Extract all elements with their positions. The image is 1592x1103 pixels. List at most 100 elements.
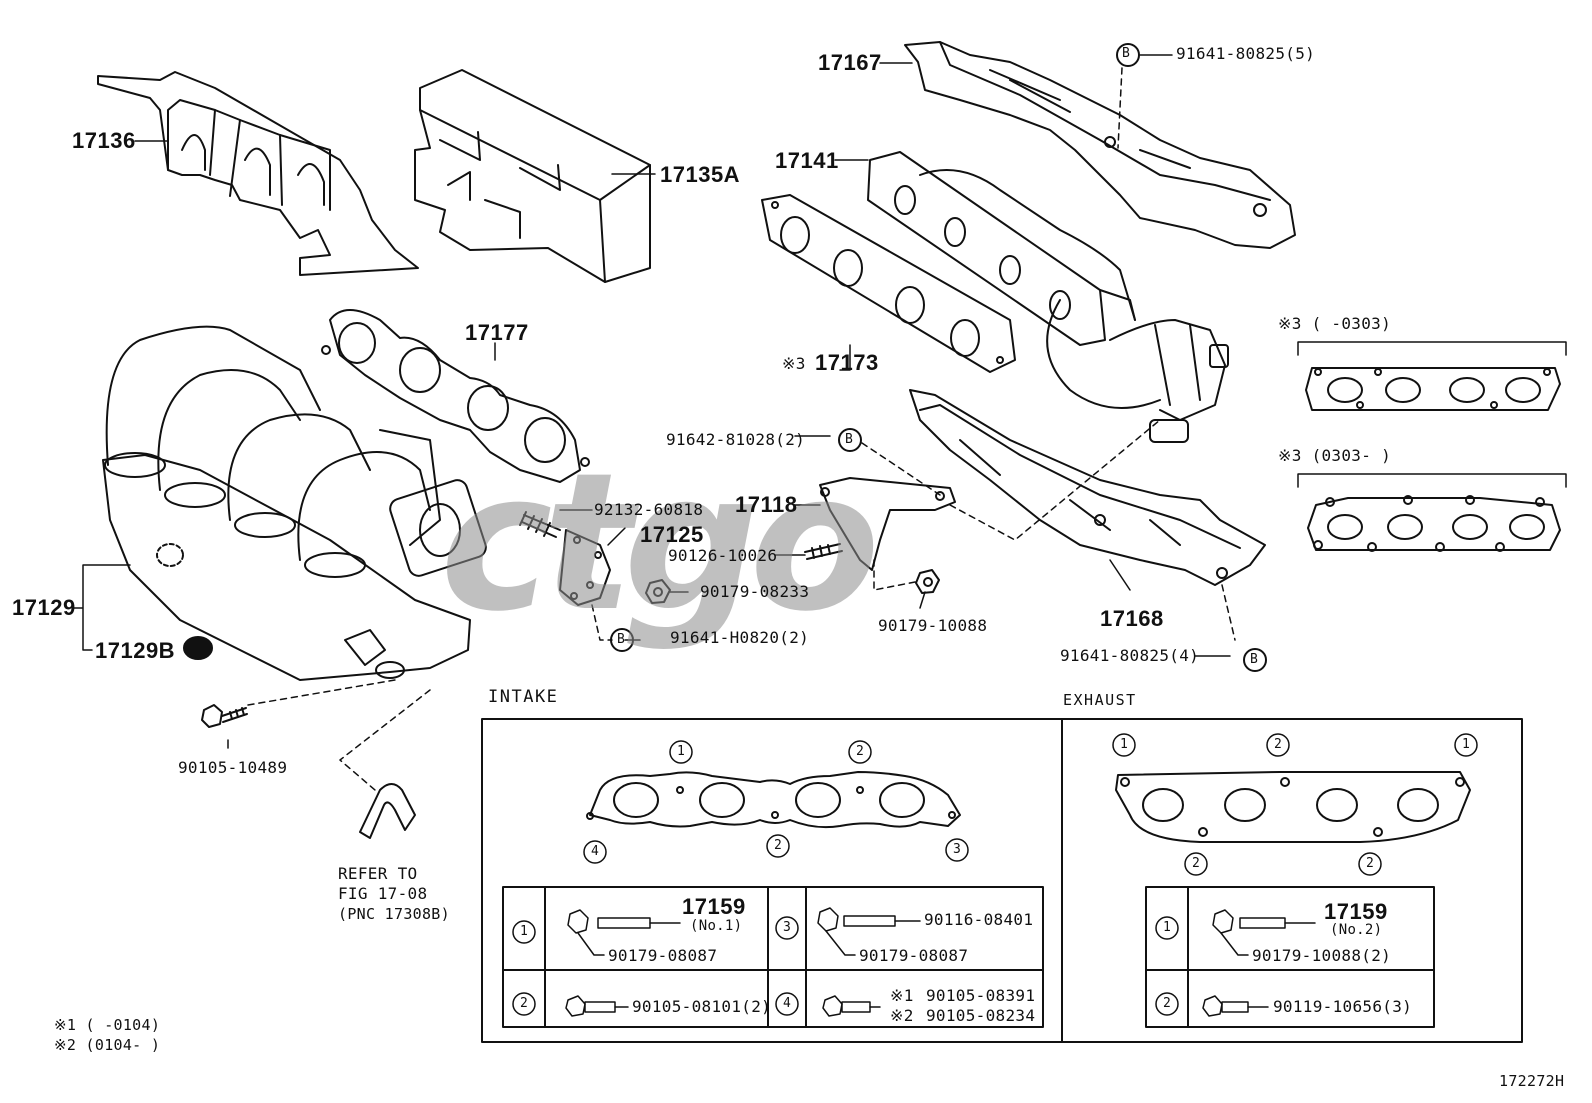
refer-line-2: FIG 17-08 <box>338 884 428 903</box>
label-17135a: 17135A <box>660 162 741 187</box>
stud-90126-10026-drawing[interactable] <box>804 543 843 560</box>
exhaust-hole-1-left: 1 <box>1120 737 1128 752</box>
label-91641-80825-5: 91641-80825(5) <box>1176 44 1316 63</box>
exhaust-gasket-variant-late-drawing[interactable] <box>1307 495 1561 552</box>
variant-bracket-early <box>1297 341 1567 356</box>
label-17173: 17173 <box>815 350 879 375</box>
intake-section-title: INTAKE <box>488 687 559 707</box>
exhaust-gasket-17173-drawing[interactable] <box>761 194 1016 373</box>
intake-row-1-number: 1 <box>520 924 528 939</box>
nut-90179-08233-drawing[interactable] <box>645 579 671 604</box>
intake-mark-1: ※1 <box>890 986 914 1005</box>
label-17136: 17136 <box>72 128 136 153</box>
exhaust-nut-90179-10088: 90179-10088(2) <box>1252 946 1392 965</box>
variant-late-label: ※3 (0303- ) <box>1278 446 1392 465</box>
leader-lines <box>71 54 1231 749</box>
intake-cover-17135a-drawing[interactable] <box>414 69 651 283</box>
label-91641-80825-4: 91641-80825(4) <box>1060 646 1200 665</box>
b-marker-2-letter: B <box>845 432 854 447</box>
figure-id: 172272H <box>1499 1072 1565 1090</box>
intake-manifold-17129-drawing[interactable] <box>102 325 488 681</box>
label-91642-81028-2: 91642-81028(2) <box>666 430 806 449</box>
b-marker-4 <box>1243 648 1267 672</box>
variant-early-label: ※3 ( -0303) <box>1278 314 1392 333</box>
intake-hole-4-left: 4 <box>591 844 599 859</box>
intake-row-4-number: 4 <box>783 996 791 1011</box>
label-90126-10026: 90126-10026 <box>668 546 778 565</box>
nut-90179-10088-drawing[interactable] <box>915 569 940 594</box>
plug-17129b-drawing[interactable] <box>183 636 213 660</box>
intake-row-2-number: 2 <box>520 996 528 1011</box>
exhaust-lower-insulator-17168-drawing[interactable] <box>909 389 1266 586</box>
intake-hole-2-top: 2 <box>856 744 864 759</box>
intake-hole-3-right: 3 <box>953 842 961 857</box>
b-marker-4-letter: B <box>1250 652 1259 667</box>
label-17141: 17141 <box>775 148 839 173</box>
b-marker-2 <box>838 428 862 452</box>
label-17167: 17167 <box>818 50 882 75</box>
intake-mark-2: ※2 <box>890 1006 914 1025</box>
intake-heat-insulator-17136-drawing[interactable] <box>97 71 419 276</box>
intake-stud-sub: (No.1) <box>690 918 743 934</box>
refer-line-3: (PNC 17308B) <box>338 905 450 923</box>
table-leaders <box>577 920 1269 1008</box>
plug-location-outline <box>156 543 184 567</box>
intake-nut-90179-08087-a: 90179-08087 <box>608 946 718 965</box>
number-circles <box>512 733 1478 1016</box>
exhaust-row-2-number: 2 <box>1163 996 1171 1011</box>
exhaust-manifold-17141-drawing[interactable] <box>867 151 1229 443</box>
label-17168: 17168 <box>1100 606 1164 631</box>
footnote-2: ※2 (0104- ) <box>54 1036 161 1054</box>
label-91641-h0820-2: 91641-H0820(2) <box>670 628 810 647</box>
exhaust-bolt-90119-10656: 90119-10656(3) <box>1273 997 1413 1016</box>
exhaust-heat-insulator-17167-drawing[interactable] <box>904 41 1296 249</box>
intake-row-3-number: 3 <box>783 920 791 935</box>
label-92132-60818: 92132-60818 <box>594 500 704 519</box>
mark-3-17173: ※3 <box>782 354 806 373</box>
intake-gasket-schematic[interactable] <box>586 771 961 829</box>
intake-stud-17159: 17159 <box>682 894 746 919</box>
intake-bolt-90105-08101: 90105-08101(2) <box>632 997 772 1016</box>
exhaust-stud-17159: 17159 <box>1324 899 1388 924</box>
b-marker-3-letter: B <box>617 632 626 647</box>
label-17118: 17118 <box>735 492 798 517</box>
intake-bolt-90105-08234: 90105-08234 <box>926 1006 1036 1025</box>
bracket-17125-drawing[interactable] <box>559 529 611 606</box>
label-90179-08233: 90179-08233 <box>700 582 810 601</box>
exhaust-gasket-variant-early-drawing[interactable] <box>1305 367 1561 411</box>
table-fasteners <box>565 907 1316 1017</box>
bracket-17118-drawing[interactable] <box>819 477 956 571</box>
exhaust-hole-2-br: 2 <box>1366 856 1374 871</box>
dashed-callout-lines <box>247 67 1236 791</box>
exhaust-row-1-number: 1 <box>1163 920 1171 935</box>
refer-line-1: REFER TO <box>338 864 418 883</box>
bolt-90105-10489-drawing[interactable] <box>201 704 248 728</box>
exhaust-hole-2-bl: 2 <box>1192 856 1200 871</box>
intake-hole-1-top: 1 <box>677 744 685 759</box>
b-marker-3 <box>610 628 634 652</box>
b-marker-1 <box>1116 43 1140 67</box>
exhaust-gasket-schematic[interactable] <box>1115 771 1471 843</box>
intake-table-frame <box>481 718 1523 1043</box>
intake-hole-2-mid: 2 <box>774 838 782 853</box>
stud-92132-60818-drawing[interactable] <box>519 511 561 538</box>
label-17177: 17177 <box>465 320 529 345</box>
variant-bracket-late <box>1297 473 1567 488</box>
intake-gasket-17177-drawing[interactable] <box>321 309 590 483</box>
hose-refer-drawing <box>359 783 416 839</box>
label-17125: 17125 <box>640 522 704 547</box>
exhaust-section-title: EXHAUST <box>1063 691 1137 709</box>
exhaust-stud-sub: (No.2) <box>1330 922 1383 938</box>
label-90179-10088: 90179-10088 <box>878 616 988 635</box>
intake-stud-90116-08401: 90116-08401 <box>924 910 1034 929</box>
intake-bolt-90105-08391: 90105-08391 <box>926 986 1036 1005</box>
b-marker-1-letter: B <box>1122 46 1131 61</box>
footnote-1: ※1 ( -0104) <box>54 1016 161 1034</box>
intake-nut-90179-08087-b: 90179-08087 <box>859 946 969 965</box>
exhaust-hole-1-right: 1 <box>1462 737 1470 752</box>
exhaust-hole-2-top: 2 <box>1274 737 1282 752</box>
label-17129b: 17129B <box>95 638 176 663</box>
label-90105-10489: 90105-10489 <box>178 758 288 777</box>
label-17129: 17129 <box>12 595 76 620</box>
